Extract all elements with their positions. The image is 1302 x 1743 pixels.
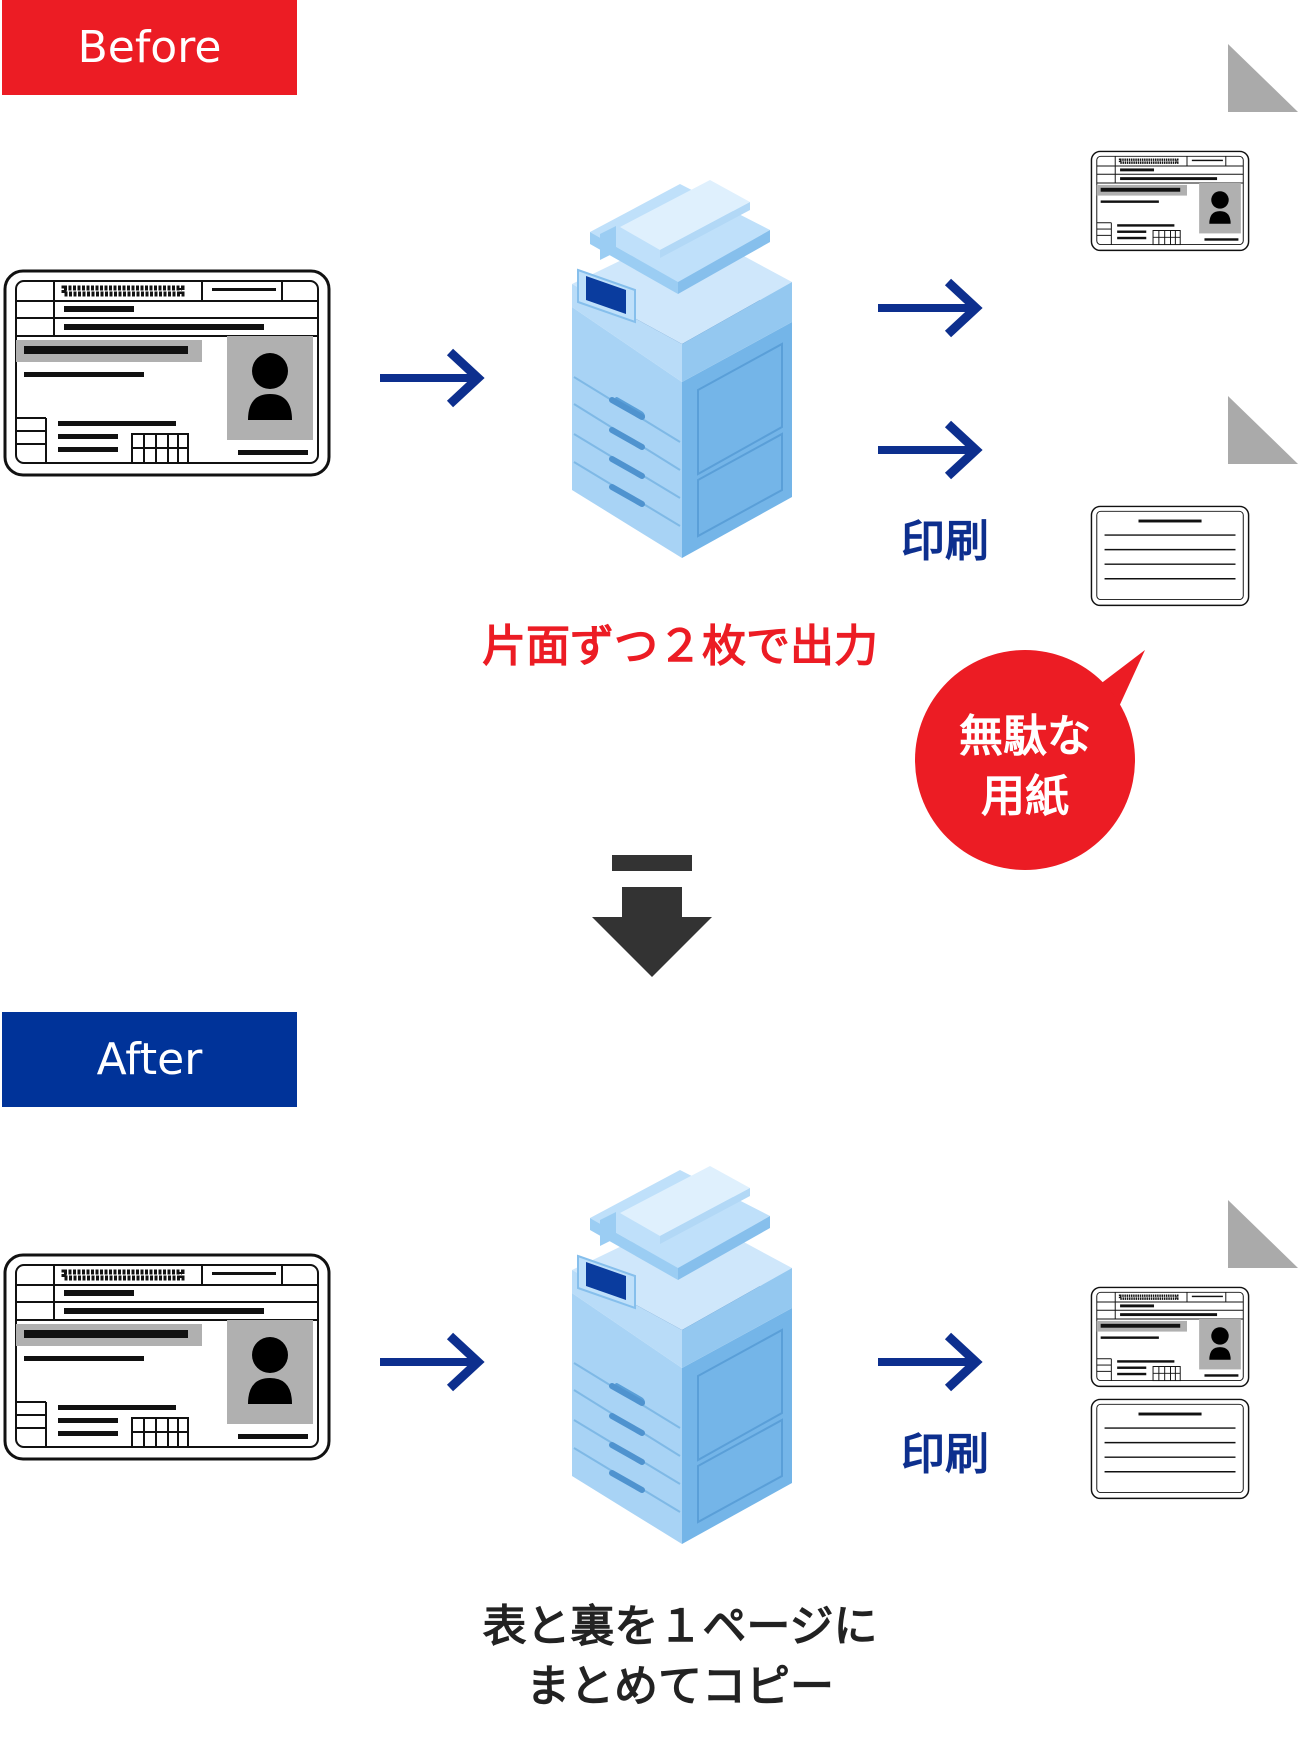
id-card-front-icon <box>2 268 332 478</box>
id-card-back-icon <box>1090 1398 1250 1500</box>
right-arrow-icon <box>380 348 485 408</box>
before-badge: Before <box>2 0 297 95</box>
before-badge-label: Before <box>77 22 222 73</box>
after-badge-label: After <box>96 1034 203 1085</box>
after-badge: After <box>2 1012 297 1107</box>
id-card-front-icon <box>1090 1286 1250 1388</box>
after-print-label: 印刷 <box>901 1429 989 1480</box>
down-arrow-icon <box>592 855 712 977</box>
id-card-back-icon <box>1090 505 1250 607</box>
bubble-text-line2: 用紙 <box>981 771 1069 822</box>
after-caption-line2: まとめてコピー <box>526 1661 834 1712</box>
paper-sheet-icon <box>1228 1200 1298 1268</box>
right-arrow-icon <box>878 278 983 338</box>
right-arrow-icon <box>878 420 983 480</box>
before-caption: 片面ずつ２枚で出力 <box>482 621 878 672</box>
paper-sheet-icon <box>1228 44 1298 112</box>
before-print-label: 印刷 <box>901 516 989 567</box>
copier-icon <box>560 172 800 582</box>
id-card-front-icon <box>1090 150 1250 252</box>
right-arrow-icon <box>380 1332 485 1392</box>
copier-icon <box>560 1158 800 1568</box>
id-card-front-icon <box>2 1252 332 1462</box>
right-arrow-icon <box>878 1332 983 1392</box>
paper-sheet-icon <box>1228 396 1298 464</box>
speech-bubble <box>915 650 1145 870</box>
after-caption-line1: 表と裏を１ページに <box>482 1601 878 1652</box>
bubble-text-line1: 無駄な <box>959 711 1091 762</box>
